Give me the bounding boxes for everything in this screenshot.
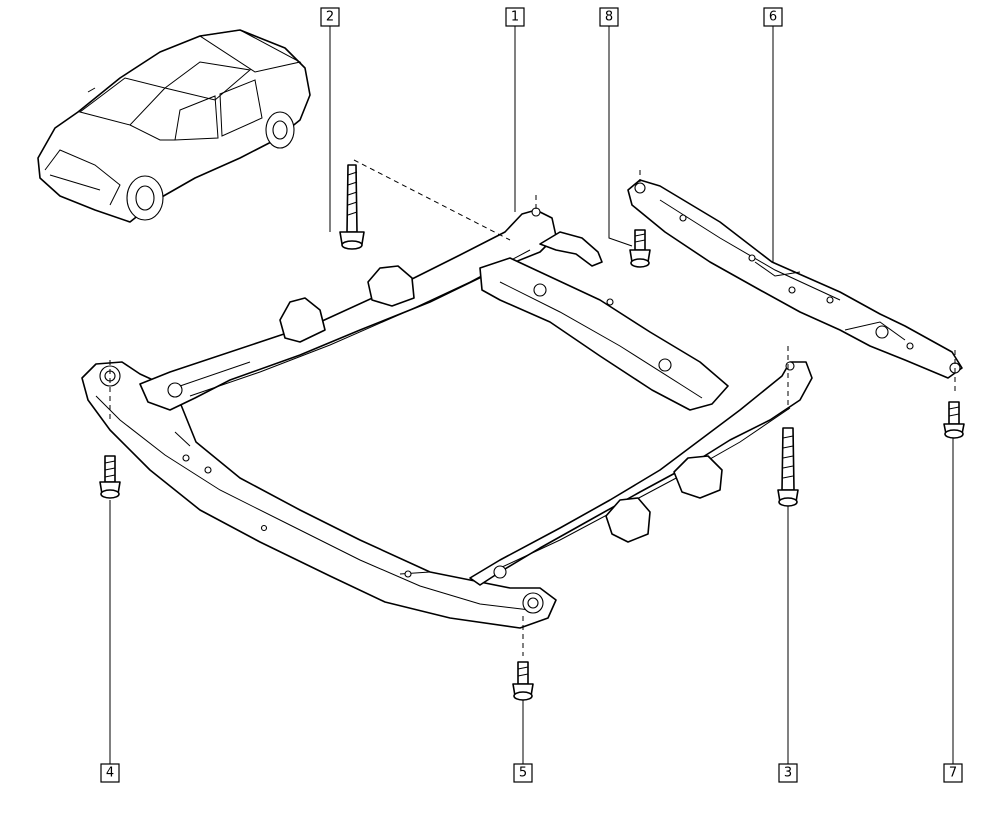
callout-7: 7 xyxy=(943,763,963,783)
callout-1: 1 xyxy=(505,7,525,27)
callout-8-label: 8 xyxy=(605,10,613,25)
callout-6-label: 6 xyxy=(769,10,777,25)
callout-1-label: 1 xyxy=(511,10,519,25)
callout-2: 2 xyxy=(320,7,340,27)
subframe xyxy=(81,207,813,629)
bolt-8 xyxy=(629,229,651,268)
bolt-2 xyxy=(339,164,365,250)
assembly-axes xyxy=(109,159,956,656)
vehicle-thumbnail xyxy=(37,29,311,223)
bolt-5 xyxy=(512,661,534,701)
callout-5: 5 xyxy=(513,763,533,783)
callout-4: 4 xyxy=(100,763,120,783)
callout-3-label: 3 xyxy=(784,766,792,781)
callout-4-label: 4 xyxy=(106,766,114,781)
callout-6: 6 xyxy=(763,7,783,27)
bolt-3 xyxy=(777,427,799,507)
callout-3: 3 xyxy=(778,763,798,783)
bolt-4 xyxy=(99,455,121,499)
leader-lines xyxy=(109,26,954,764)
bolt-7 xyxy=(943,401,965,439)
callout-8: 8 xyxy=(599,7,619,27)
cross-member xyxy=(627,179,963,379)
callout-7-label: 7 xyxy=(949,766,957,781)
callout-2-label: 2 xyxy=(326,10,334,25)
callout-5-label: 5 xyxy=(519,766,527,781)
